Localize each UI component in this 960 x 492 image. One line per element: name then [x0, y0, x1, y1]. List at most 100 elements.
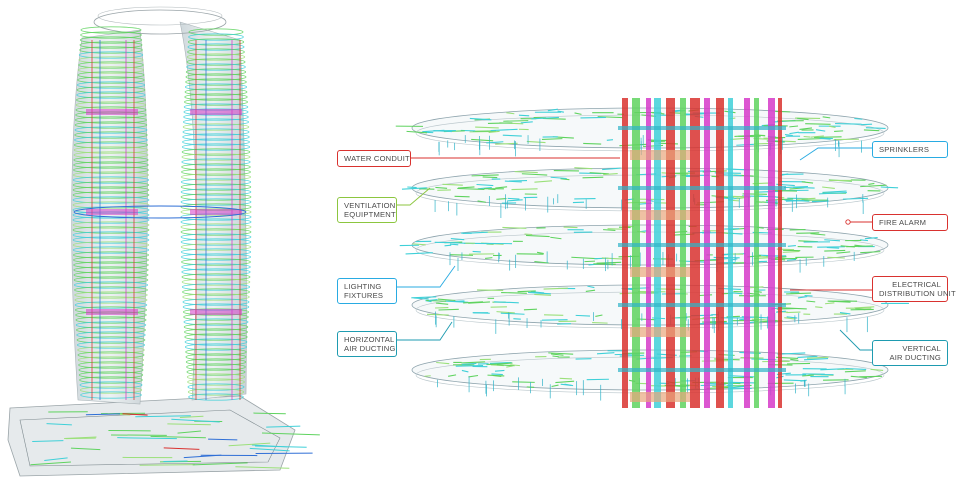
core-equipment: [630, 150, 690, 160]
tower-floor-ring: [184, 343, 248, 351]
duct-run: [571, 256, 598, 260]
tower-floor-ring: [180, 218, 252, 226]
tower-floor-ring: [186, 363, 246, 371]
duct-run: [797, 296, 808, 299]
duct-run: [492, 374, 502, 378]
duct-run: [428, 299, 438, 301]
duct-run: [520, 121, 533, 124]
duct-run: [592, 322, 608, 324]
duct-run: [793, 186, 815, 189]
duct-run: [401, 187, 427, 190]
duct-run: [779, 307, 807, 310]
duct-run: [455, 364, 484, 367]
tower-floor-ring: [182, 128, 250, 136]
duct-run: [585, 289, 596, 292]
duct-run: [840, 245, 855, 248]
tower-floor-ring: [80, 26, 142, 34]
duct-run: [534, 261, 549, 264]
duct-run: [490, 128, 518, 132]
duct-run: [502, 134, 522, 137]
tower-floor-ring: [74, 301, 148, 309]
tower-floor-ring: [181, 273, 251, 281]
tower-floor-ring: [72, 186, 150, 194]
tower-floor-ring: [76, 81, 146, 89]
duct-run: [461, 362, 477, 366]
duct-run: [861, 123, 873, 126]
duct-run: [536, 251, 544, 255]
ventilation-equipment-label: VENTILATION EQUIPTMENT: [337, 197, 397, 223]
duct-run: [560, 383, 572, 387]
tower-floor-ring: [183, 308, 249, 316]
tower-floor-ring: [181, 173, 251, 181]
duct-run: [880, 186, 899, 189]
tower-floor-ring: [79, 36, 143, 44]
duct-run: [512, 381, 535, 383]
duct-run: [438, 308, 459, 311]
tower-floor-ring: [184, 333, 248, 341]
tower-crown: [93, 6, 227, 35]
duct-run: [534, 180, 553, 183]
duct-run: [789, 131, 799, 135]
tower-floor-ring: [79, 376, 143, 384]
podium-pipe: [261, 432, 320, 436]
tower-floor-ring: [180, 183, 252, 191]
tower-podium: [7, 395, 320, 477]
tower-floor-ring: [185, 68, 247, 76]
tower-floor-ring: [75, 116, 147, 124]
water-conduit-label: WATER CONDUIT: [337, 150, 411, 167]
duct-run: [461, 369, 469, 373]
tower-floor-ring: [188, 393, 244, 401]
core-branch: [618, 303, 786, 307]
duct-run: [820, 368, 845, 371]
duct-run: [463, 301, 484, 304]
tower-floor-ring: [72, 196, 150, 204]
duct-run: [805, 123, 831, 125]
tower-floor-ring: [180, 178, 252, 186]
tower-floor-ring: [181, 168, 251, 176]
tower-floor-ring: [74, 291, 148, 299]
duct-run: [786, 258, 797, 261]
duct-run: [854, 306, 875, 309]
tower-floor-ring: [73, 261, 149, 269]
duct-run: [472, 250, 481, 253]
duct-run: [799, 127, 813, 130]
podium-pipe: [163, 460, 188, 463]
tower-floor-ring: [73, 146, 149, 154]
duct-run: [437, 298, 456, 302]
duct-run: [854, 117, 863, 120]
sprinklers-label: SPRINKLERS: [872, 141, 948, 158]
tower-floor-ring: [73, 161, 149, 169]
tower-floor-ring: [76, 331, 146, 339]
duct-run: [454, 195, 470, 198]
tower-floor-ring: [185, 348, 247, 356]
vertical-air-ducting-label: VERTICAL AIR DUCTING: [872, 340, 948, 366]
duct-run: [489, 361, 512, 365]
riser-column: [646, 98, 651, 408]
tower-floor-ring: [72, 246, 150, 254]
duct-run: [507, 199, 523, 202]
tower-floor-ring: [74, 121, 148, 129]
podium-pipe: [163, 447, 200, 450]
duct-run: [495, 142, 518, 145]
duct-run: [825, 302, 835, 305]
duct-run: [510, 364, 520, 367]
duct-run: [839, 312, 851, 315]
duct-run: [790, 358, 799, 361]
tower-floor-ring: [184, 88, 248, 96]
core-branch: [618, 368, 786, 372]
podium-pipe: [179, 415, 204, 418]
duct-run: [782, 250, 800, 253]
podium-pipe: [32, 440, 64, 443]
duct-run: [523, 308, 537, 311]
duct-run: [405, 252, 433, 255]
tower-floor-ring: [180, 198, 252, 206]
duct-run: [424, 375, 431, 377]
duct-run: [468, 374, 479, 378]
duct-run: [811, 200, 830, 203]
duct-run: [521, 173, 548, 176]
tower-floor-ring: [187, 383, 245, 391]
duct-run: [804, 294, 813, 297]
duct-run: [801, 181, 814, 184]
duct-run: [496, 364, 515, 367]
tower-floor-ring: [182, 298, 250, 306]
